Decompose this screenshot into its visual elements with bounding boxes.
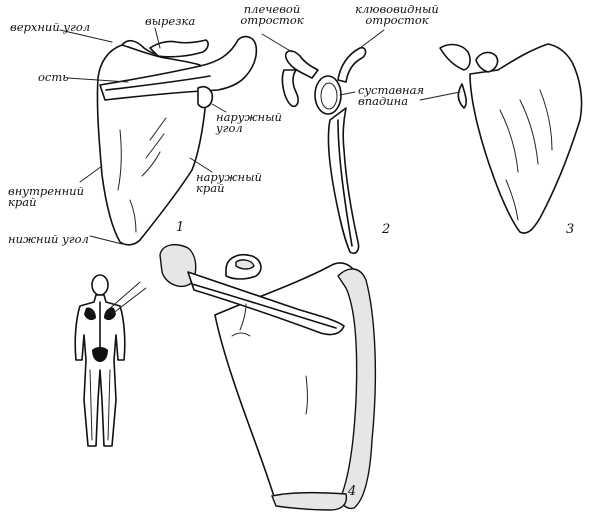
leader-glenoid-fig3: [419, 91, 461, 101]
figure-number-1: 1: [176, 220, 185, 235]
scapula-posterior-view: [96, 35, 258, 246]
label-coracoid: клювовидный отросток: [352, 2, 442, 27]
scapula-lateral-view: [281, 46, 367, 255]
leader-spine: [67, 77, 129, 83]
label-glenoid: суставная впадина: [358, 83, 436, 108]
label-outer-edge: наружный край: [196, 171, 262, 194]
label-outer-angle-text: наружный угол: [216, 110, 282, 135]
figure-number-3: 3: [566, 222, 575, 237]
label-acromion-text: плечевой отросток: [240, 2, 304, 27]
human-figure: [74, 274, 126, 447]
pointer-line-a: [107, 281, 141, 311]
leader-outer-angle: [211, 103, 227, 113]
leader-coracoid: [359, 29, 385, 49]
label-lower-angle: нижний угол: [8, 232, 89, 246]
label-outer-angle: наружный угол: [216, 111, 282, 134]
figure-number-2: 2: [382, 222, 391, 237]
label-inner-edge: внутренний край: [8, 185, 84, 208]
figure-number-4: 4: [348, 484, 357, 499]
label-spine: ость: [38, 70, 69, 84]
leader-inner-edge: [79, 165, 103, 183]
leader-notch: [154, 27, 161, 49]
label-outer-edge-text: наружный край: [196, 170, 262, 195]
leader-glenoid: [339, 91, 356, 96]
label-glenoid-text: суставная впадина: [358, 83, 425, 108]
label-coracoid-text: клювовидный отросток: [355, 2, 439, 27]
leader-lower-angle: [89, 235, 123, 245]
leader-outer-edge: [189, 157, 213, 173]
scapula-section-view: [159, 243, 377, 511]
pointer-line-b: [111, 287, 147, 315]
leader-acromion: [261, 33, 293, 53]
label-upper-angle: верхний угол: [10, 20, 91, 34]
scapula-anterior-view: [439, 43, 583, 234]
label-inner-edge-text: внутренний край: [8, 184, 84, 209]
label-acromion: плечевой отросток: [232, 2, 312, 27]
label-notch: вырезка: [145, 14, 196, 28]
leader-upper-angle: [59, 29, 113, 43]
